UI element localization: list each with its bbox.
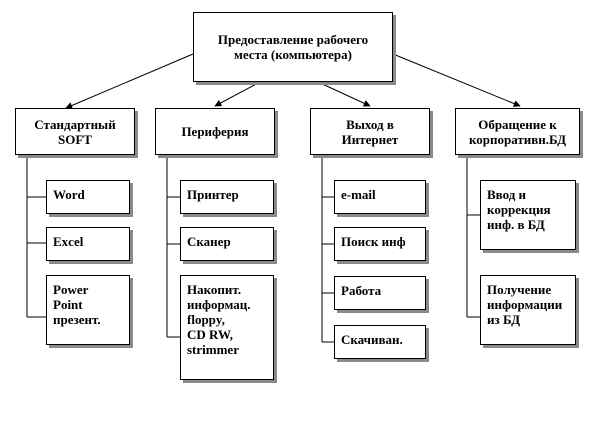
item-label: Получение информации из БД (487, 282, 563, 327)
arrow-root-to-standard-soft (65, 53, 194, 109)
item-search: Поиск инф (334, 227, 426, 261)
item-label: Поиск инф (341, 234, 406, 249)
item-label: Накопит. информац. floppy, CD RW, strimm… (187, 282, 251, 357)
item-label: Word (53, 187, 85, 202)
item-email: e-mail (334, 180, 426, 214)
item-storage: Накопит. информац. floppy, CD RW, strimm… (180, 275, 274, 380)
item-input-db: Ввод и коррекция инф. в БД (480, 180, 576, 250)
item-download: Скачиван. (334, 325, 426, 359)
item-printer: Принтер (180, 180, 274, 214)
item-scanner: Сканер (180, 227, 274, 261)
item-work: Работа (334, 276, 426, 310)
category-internet: Выход в Интернет (310, 108, 430, 155)
root-label: Предоставление рабочего места (компьютер… (217, 32, 369, 62)
arrow-root-to-corporate-db (392, 53, 521, 107)
arrow-root-to-internet (317, 81, 371, 107)
category-peripherals: Периферия (155, 108, 275, 155)
root-box: Предоставление рабочего места (компьютер… (193, 12, 393, 82)
item-label: Работа (341, 283, 382, 298)
arrow-root-to-peripherals (214, 81, 261, 107)
item-powerpoint: Power Point презент. (46, 275, 130, 345)
item-label: Сканер (187, 234, 231, 249)
item-word: Word (46, 180, 130, 214)
item-label: Power Point презент. (53, 282, 101, 327)
category-corporate-db: Обращение к корпоративн.БД (455, 108, 580, 155)
item-label: Скачиван. (341, 332, 403, 347)
category-label: Выход в Интернет (341, 116, 399, 147)
item-retrieve-db: Получение информации из БД (480, 275, 576, 345)
item-excel: Excel (46, 227, 130, 261)
item-label: Ввод и коррекция инф. в БД (487, 187, 551, 232)
item-label: Excel (53, 234, 84, 249)
category-label: Обращение к корпоративн.БД (468, 116, 567, 147)
category-label: Стандартный SOFT (34, 116, 116, 147)
item-label: Принтер (187, 187, 239, 202)
category-label: Периферия (181, 124, 249, 139)
category-standard-soft: Стандартный SOFT (15, 108, 135, 155)
item-label: e-mail (341, 187, 376, 202)
